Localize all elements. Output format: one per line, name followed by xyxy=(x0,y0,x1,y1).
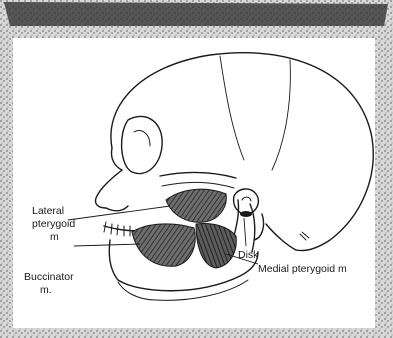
label-lateral-pterygoid-2: pterygoid xyxy=(32,218,75,230)
label-buccinator-2: m. xyxy=(40,284,52,296)
label-buccinator-1: Buccinator xyxy=(24,271,74,283)
disk xyxy=(240,211,252,217)
label-lateral-pterygoid-1: Lateral xyxy=(32,205,64,217)
label-disk: Disk xyxy=(238,249,259,261)
label-lateral-pterygoid-3: m xyxy=(50,231,59,243)
label-medial-pterygoid: Medial pterygoid m xyxy=(258,263,347,275)
header-bar xyxy=(4,2,388,26)
